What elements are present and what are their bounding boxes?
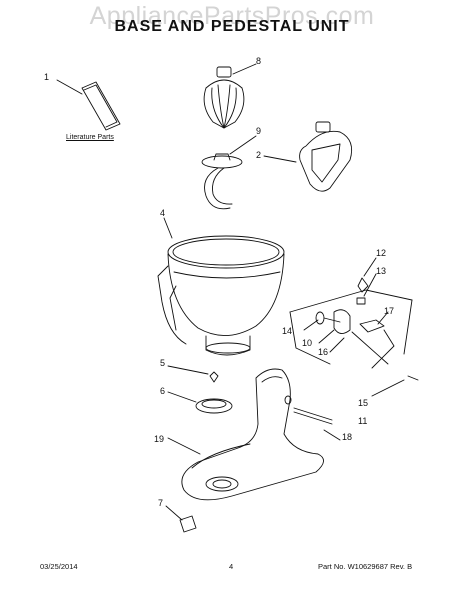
screw-and-plate-parts (167, 365, 233, 414)
page-title: BASE AND PEDESTAL UNIT (114, 18, 350, 35)
callout-11: 11 (358, 416, 368, 426)
callout-13: 13 (376, 266, 387, 276)
pin-retainer-parts (356, 257, 377, 305)
rubber-foot-part (165, 505, 197, 533)
mixing-bowl-part (157, 217, 285, 356)
callout-12: 12 (376, 248, 387, 258)
callout-1: 1 (44, 72, 50, 82)
flat-beater-part (263, 121, 353, 192)
hinge-assembly-bracket (289, 289, 413, 365)
hinge-pin-part (293, 407, 341, 441)
callout-4: 4 (160, 208, 166, 218)
literature-parts-booklet (56, 79, 121, 131)
callout-14: 14 (282, 326, 293, 336)
callout-10: 10 (302, 338, 313, 348)
callout-2: 2 (256, 150, 262, 160)
callout-8: 8 (256, 56, 262, 66)
wire-whip-part (203, 63, 257, 129)
dough-hook-part (201, 135, 257, 210)
footer-date: 03/25/2014 (40, 562, 78, 571)
callout-6: 6 (160, 386, 166, 396)
literature-parts-label: Literature Parts (66, 134, 114, 141)
callout-9: 9 (256, 126, 262, 136)
footer-part-number: Part No. W10629687 Rev. B (318, 562, 413, 571)
footer-page-number: 4 (229, 562, 234, 571)
callout-17: 17 (384, 306, 395, 316)
callout-18: 18 (342, 432, 353, 442)
callout-16: 16 (318, 347, 329, 357)
hinge-components (303, 309, 419, 397)
watermark-text: AppliancePartsPros.com (89, 2, 375, 30)
callout-5: 5 (160, 358, 166, 368)
pedestal-base-part (167, 368, 324, 501)
callout-15: 15 (358, 398, 369, 408)
callout-7: 7 (158, 498, 164, 508)
callout-19: 19 (154, 434, 165, 444)
